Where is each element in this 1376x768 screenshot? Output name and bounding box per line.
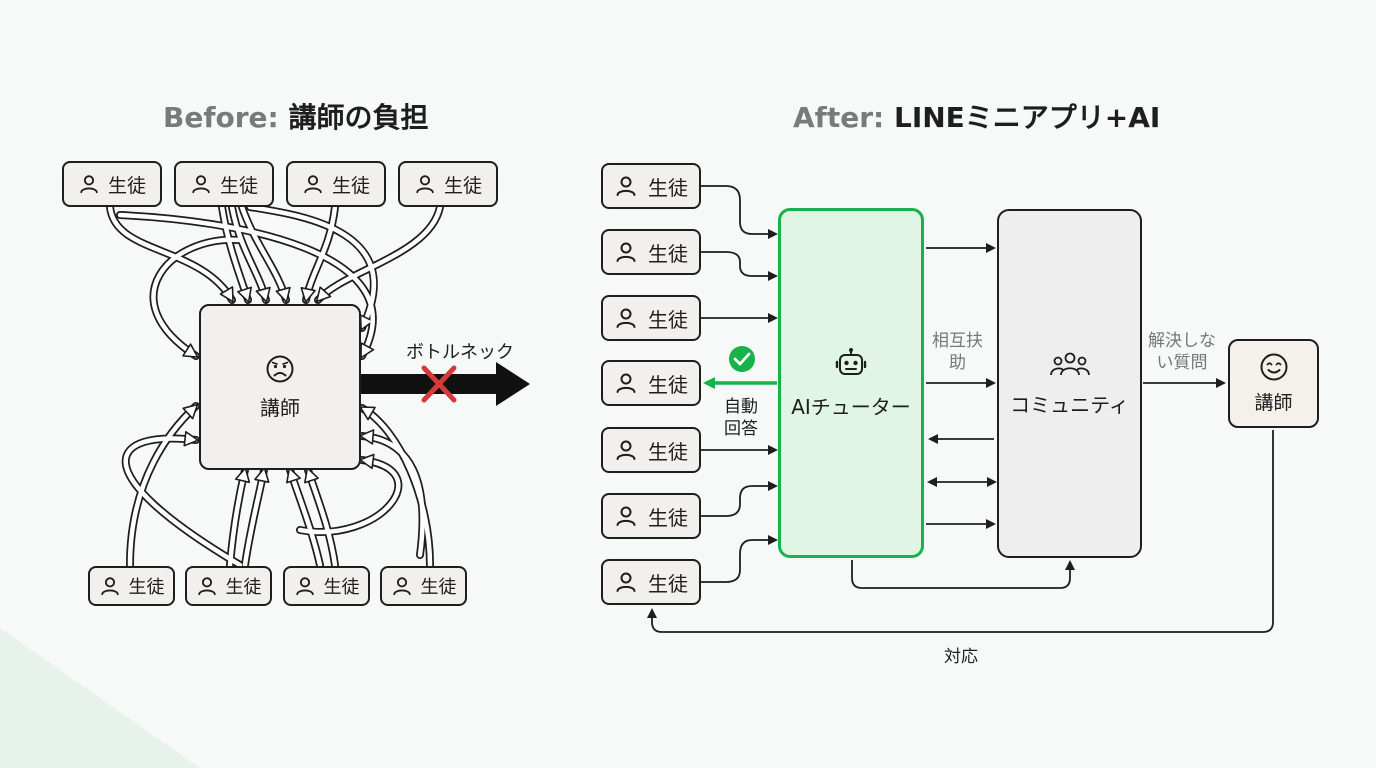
after-student-2: 生徒 bbox=[601, 229, 701, 275]
person-icon bbox=[197, 577, 216, 596]
after-student-7: 生徒 bbox=[601, 559, 701, 605]
before-student-top-2: 生徒 bbox=[174, 161, 274, 207]
student-label: 生徒 bbox=[648, 571, 688, 596]
after-student-4: 生徒 bbox=[601, 360, 701, 406]
student-label: 生徒 bbox=[648, 372, 688, 397]
before-student-bottom-2: 生徒 bbox=[185, 566, 272, 606]
before-title-main: 講師の負担 bbox=[288, 101, 429, 134]
auto-reply-line-2: 回答 bbox=[724, 419, 758, 439]
person-icon bbox=[616, 176, 636, 196]
response-label: 対応 bbox=[944, 647, 978, 667]
after-student-6: 生徒 bbox=[601, 493, 701, 539]
auto-reply-label: 自動 回答 bbox=[724, 396, 758, 440]
student-label: 生徒 bbox=[648, 439, 688, 464]
student-label: 生徒 bbox=[648, 505, 688, 530]
after-student-5: 生徒 bbox=[601, 427, 701, 473]
unsolved-line-2: い質問 bbox=[1156, 353, 1208, 373]
checkmark-icon bbox=[729, 346, 755, 372]
before-title-prefix: Before: bbox=[163, 101, 279, 134]
student-label: 生徒 bbox=[648, 241, 688, 266]
community-label: コミュニティ bbox=[1010, 393, 1129, 417]
red-x-icon bbox=[421, 365, 457, 403]
mutual-help-line-2: 助 bbox=[949, 353, 966, 373]
student-label: 生徒 bbox=[648, 307, 688, 332]
before-student-top-4: 生徒 bbox=[398, 161, 498, 207]
after-teacher-label: 講師 bbox=[1254, 392, 1293, 414]
student-label: 生徒 bbox=[128, 577, 165, 598]
unsolved-line-1: 解決しな bbox=[1148, 331, 1216, 351]
mutual-help-line-1: 相互扶 bbox=[932, 331, 983, 351]
student-label: 生徒 bbox=[648, 175, 688, 200]
auto-reply-line-1: 自動 bbox=[724, 397, 758, 417]
person-icon bbox=[416, 175, 434, 194]
before-title: Before: 講師の負担 bbox=[163, 96, 429, 136]
person-icon bbox=[616, 440, 636, 460]
person-icon bbox=[80, 175, 98, 194]
before-teacher-box: 講師 bbox=[199, 304, 361, 470]
ai-tutor-box: AIチューター bbox=[778, 208, 924, 558]
before-student-bottom-4: 生徒 bbox=[380, 566, 467, 606]
before-student-bottom-1: 生徒 bbox=[88, 566, 175, 606]
student-label: 生徒 bbox=[443, 174, 482, 197]
person-icon bbox=[616, 572, 636, 592]
student-label: 生徒 bbox=[420, 577, 457, 598]
person-icon bbox=[392, 577, 411, 596]
after-student-3: 生徒 bbox=[601, 295, 701, 341]
person-icon bbox=[304, 175, 322, 194]
unsolved-question-label: 解決しな い質問 bbox=[1148, 330, 1216, 374]
person-icon bbox=[616, 308, 636, 328]
after-title: After: LINEミニアプリ+AI bbox=[793, 96, 1160, 136]
student-label: 生徒 bbox=[331, 174, 370, 197]
before-student-bottom-3: 生徒 bbox=[283, 566, 370, 606]
worried-face-icon bbox=[266, 355, 294, 382]
background-accent bbox=[0, 628, 200, 768]
after-title-prefix: After: bbox=[793, 101, 885, 134]
bottleneck-arrow bbox=[360, 362, 530, 406]
smiling-face-icon bbox=[1260, 353, 1287, 381]
community-box: コミュニティ bbox=[997, 209, 1142, 558]
robot-icon bbox=[835, 347, 867, 375]
person-icon bbox=[192, 175, 210, 194]
student-label: 生徒 bbox=[323, 577, 360, 598]
after-title-main: LINEミニアプリ+AI bbox=[893, 101, 1161, 134]
before-student-top-3: 生徒 bbox=[286, 161, 386, 207]
student-label: 生徒 bbox=[225, 577, 262, 598]
after-student-1: 生徒 bbox=[601, 163, 701, 209]
bottleneck-label: ボトルネック bbox=[406, 342, 514, 363]
before-teacher-label: 講師 bbox=[260, 395, 300, 420]
student-label: 生徒 bbox=[219, 174, 258, 197]
student-label: 生徒 bbox=[107, 174, 146, 197]
after-teacher-box: 講師 bbox=[1228, 339, 1319, 428]
ai-tutor-label: AIチューター bbox=[791, 394, 911, 419]
person-icon bbox=[616, 373, 636, 393]
person-icon bbox=[295, 577, 314, 596]
mutual-help-label: 相互扶 助 bbox=[932, 330, 983, 374]
before-student-top-1: 生徒 bbox=[62, 161, 162, 207]
person-icon bbox=[616, 506, 636, 526]
person-icon bbox=[100, 577, 119, 596]
group-icon bbox=[1049, 352, 1090, 376]
person-icon bbox=[616, 242, 636, 262]
